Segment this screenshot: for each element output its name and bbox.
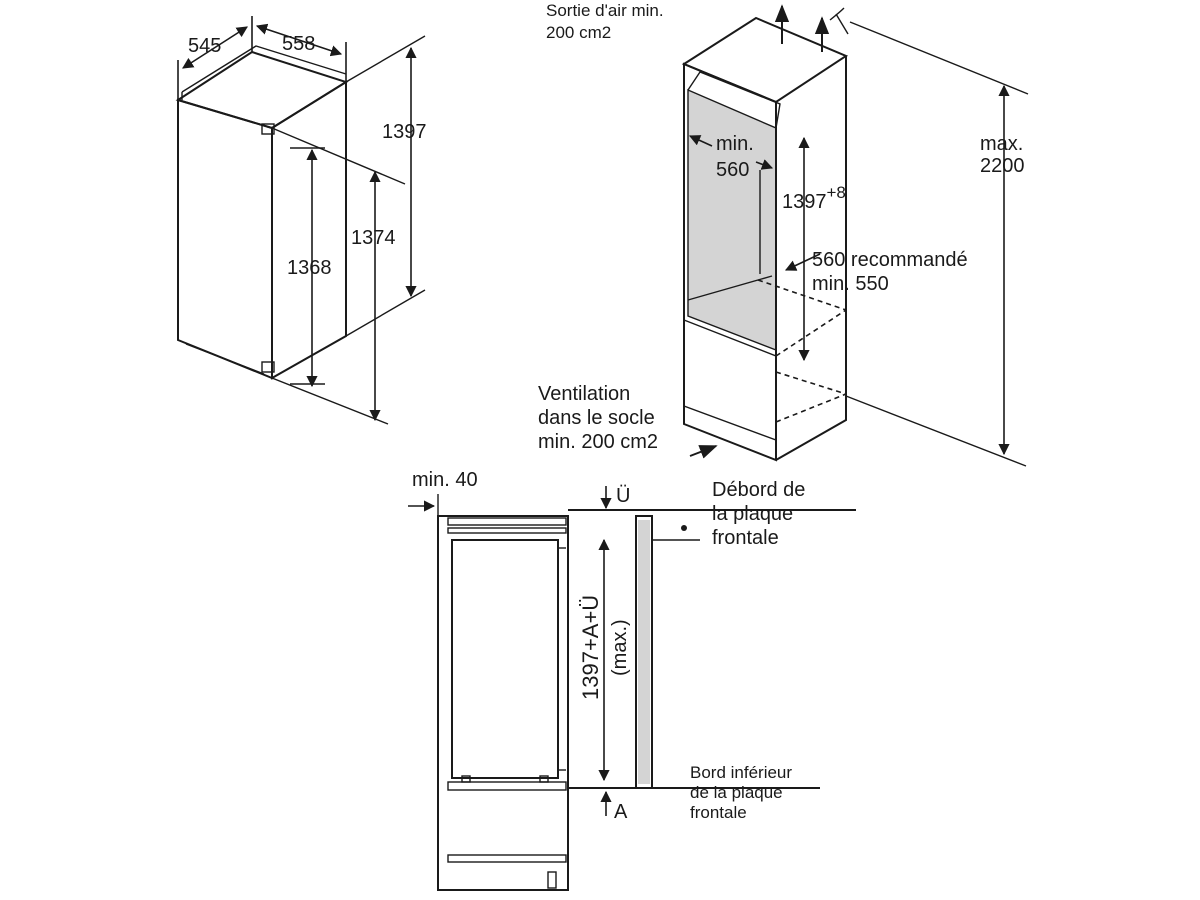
width-label: 558 (282, 33, 315, 55)
niche-width-label-1: 560 recommandé (812, 249, 968, 271)
air-outlet-label-2: 200 cm2 (546, 23, 611, 42)
height-door-label: 1368 (287, 257, 332, 279)
overhang-symbol: Ü (616, 485, 630, 507)
air-outlet-label-1: Sortie d'air min. (546, 1, 664, 20)
max-height-label-2: 2200 (980, 155, 1025, 177)
niche-width-label-2: min. 550 (812, 273, 889, 295)
bottom-edge-label-2: de la plaque (690, 783, 783, 802)
appliance-drawing: 545 558 1397 1374 1368 (175, 16, 427, 425)
max-height-label-1: max. (980, 133, 1023, 155)
depth-label: 545 (188, 35, 221, 57)
front-height-label-2: (max.) (609, 619, 631, 676)
height-total-label: 1397 (382, 121, 427, 143)
side-view-drawing: min. 40 Ü Débord de la plaque frontale 1… (408, 469, 856, 891)
min-depth-label-2: 560 (716, 159, 749, 181)
niche-drawing: Sortie d'air min. 200 cm2 min. 560 1397+… (538, 1, 1029, 467)
overhang-label-1: Débord de (712, 479, 805, 501)
min-depth-label-1: min. (716, 133, 754, 155)
bottom-edge-label-3: frontale (690, 803, 747, 822)
niche-height-tolerance: +8 (827, 183, 846, 202)
niche-height-value: 1397 (782, 191, 827, 213)
niche-height-label: 1397+8 (782, 183, 846, 213)
height-body-label: 1374 (351, 227, 396, 249)
min-gap-label: min. 40 (412, 469, 478, 491)
front-height-label-1: 1397+A+Ü (578, 595, 603, 700)
bottom-symbol: A (614, 801, 628, 823)
ventilation-label-2: dans le socle (538, 407, 655, 429)
overhang-label-3: frontale (712, 527, 779, 549)
bottom-edge-label-1: Bord inférieur (690, 763, 792, 782)
overhang-label-2: la plaque (712, 503, 793, 525)
ventilation-label-3: min. 200 cm2 (538, 431, 658, 453)
ventilation-label-1: Ventilation (538, 383, 630, 405)
